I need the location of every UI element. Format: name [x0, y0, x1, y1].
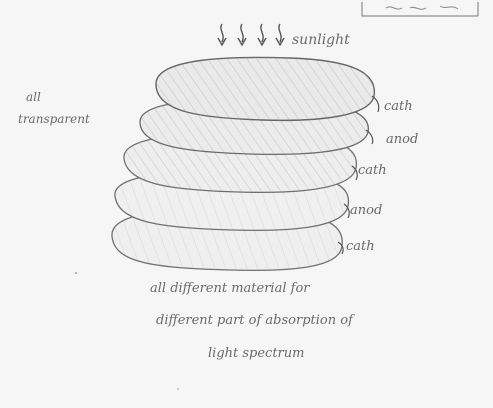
sunlight-label: sunlight	[292, 32, 350, 48]
left-note-line-2: transparent	[18, 112, 90, 126]
pencil-dot	[177, 388, 178, 389]
bottom-note-line-2: different part of absorption of	[156, 313, 355, 328]
layer-5-label: cath	[346, 239, 375, 254]
left-note-line-1: all	[26, 90, 41, 104]
layer-2-label: anod	[386, 132, 418, 147]
sunlight-arrows	[218, 24, 284, 45]
pencil-dot	[75, 272, 77, 274]
layer-4-label: anod	[350, 203, 382, 218]
layer-3-label: cath	[358, 163, 387, 178]
layer-1	[156, 57, 374, 120]
bottom-note-line-3: light spectrum	[208, 346, 304, 361]
layer-1-label: cath	[384, 99, 413, 114]
corner-scribble	[386, 6, 458, 9]
bottom-note-line-1: all different material for	[150, 281, 310, 296]
